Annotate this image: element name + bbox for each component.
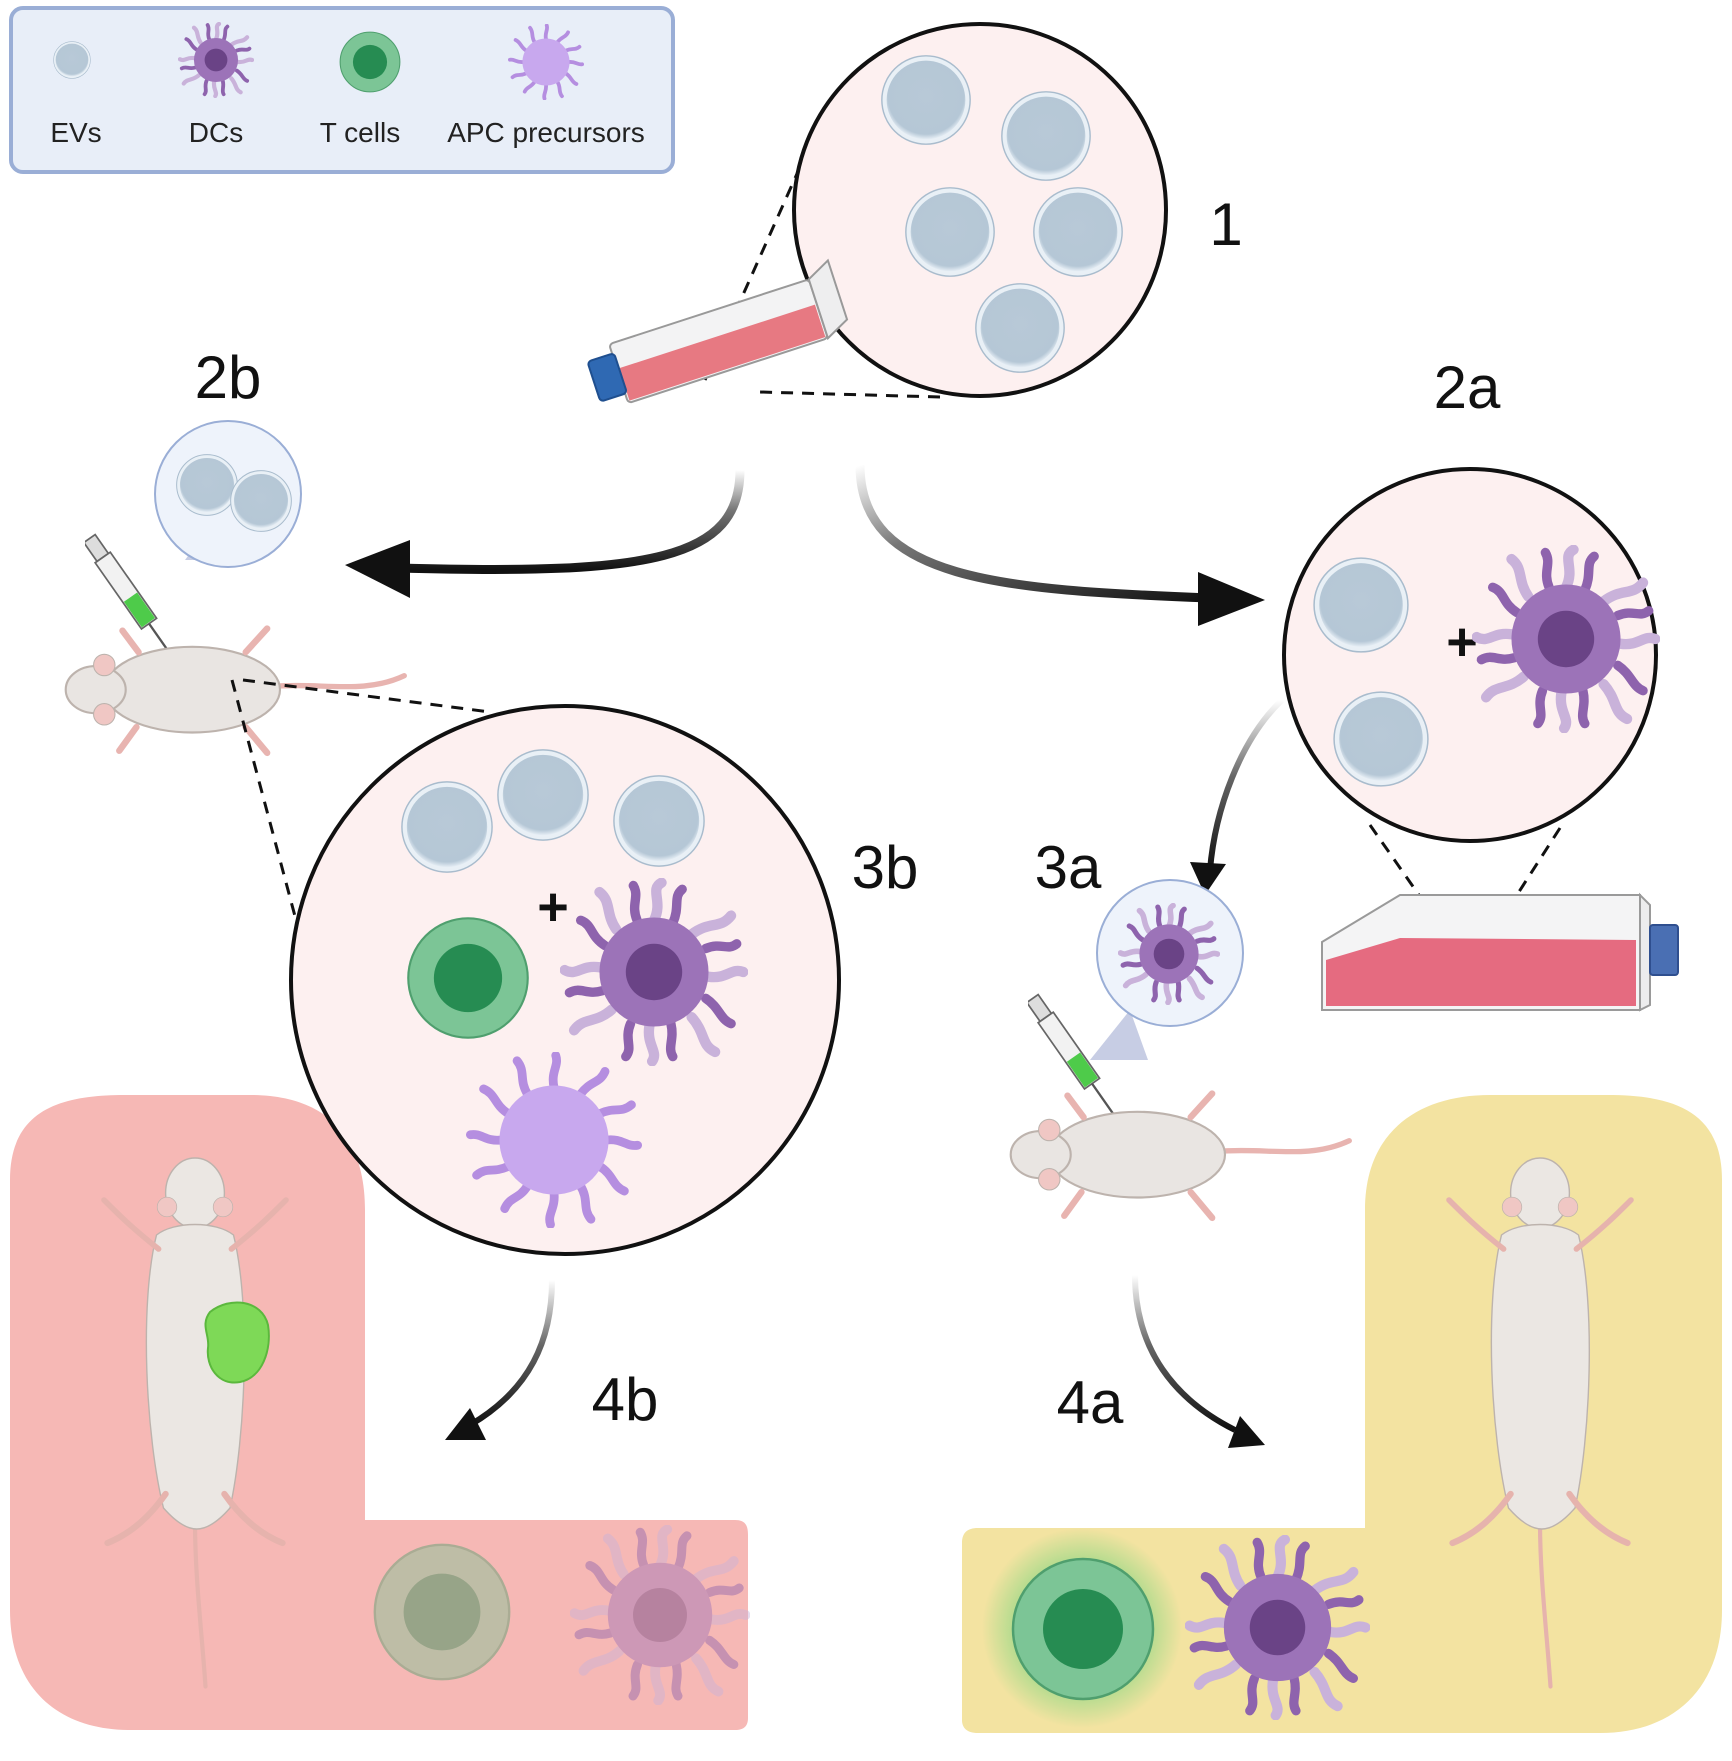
- step-label-4a: 4a: [1057, 1369, 1124, 1436]
- legend-item-evs: EVs: [50, 41, 102, 148]
- arrow-to-2a: [855, 464, 1265, 626]
- plus-sign: +: [537, 877, 569, 937]
- activated-t-cell: [1011, 1557, 1155, 1701]
- plus-sign: +: [1446, 612, 1478, 672]
- legend-label: EVs: [50, 117, 101, 148]
- legend-item-t-cells: T cells: [320, 31, 401, 148]
- step-label-2a: 2a: [1434, 354, 1501, 421]
- tumor-icon: [204, 1301, 270, 1384]
- legend-item-apc-precursors: APC precursors: [447, 24, 645, 148]
- t-cell: [407, 917, 529, 1039]
- legend: EVs DCs T cells APC precursors: [9, 6, 675, 174]
- arrow-to-4a: [1132, 1274, 1265, 1448]
- legend-item-dcs: DCs: [180, 24, 252, 148]
- step-label-3b: 3b: [852, 834, 919, 901]
- arrow-to-3a: [1190, 697, 1285, 895]
- legend-label: DCs: [189, 117, 243, 148]
- step-label-2b: 2b: [195, 344, 262, 411]
- arrow-to-2b: [345, 469, 745, 598]
- bubble-step-3b: +: [230, 678, 841, 1256]
- inactive-t-cell: [373, 1543, 511, 1681]
- injection-bubble-2b: [154, 420, 302, 568]
- ev-icon: [53, 41, 91, 79]
- culture-flask-icon: [587, 258, 849, 404]
- injection-bubble-3a: [1090, 879, 1244, 1060]
- step-label-1: 1: [1209, 191, 1242, 258]
- step-label-4b: 4b: [592, 1366, 659, 1433]
- step-label-3a: 3a: [1035, 834, 1102, 901]
- culture-flask-2a-icon: [1321, 892, 1679, 1012]
- bubble-step-2a: +: [1282, 467, 1656, 969]
- legend-label: T cells: [320, 117, 400, 148]
- mouse-icon: [1011, 1094, 1350, 1218]
- t-cell-icon: [339, 31, 401, 93]
- arrow-to-4b: [445, 1279, 555, 1440]
- legend-label: APC precursors: [447, 117, 645, 148]
